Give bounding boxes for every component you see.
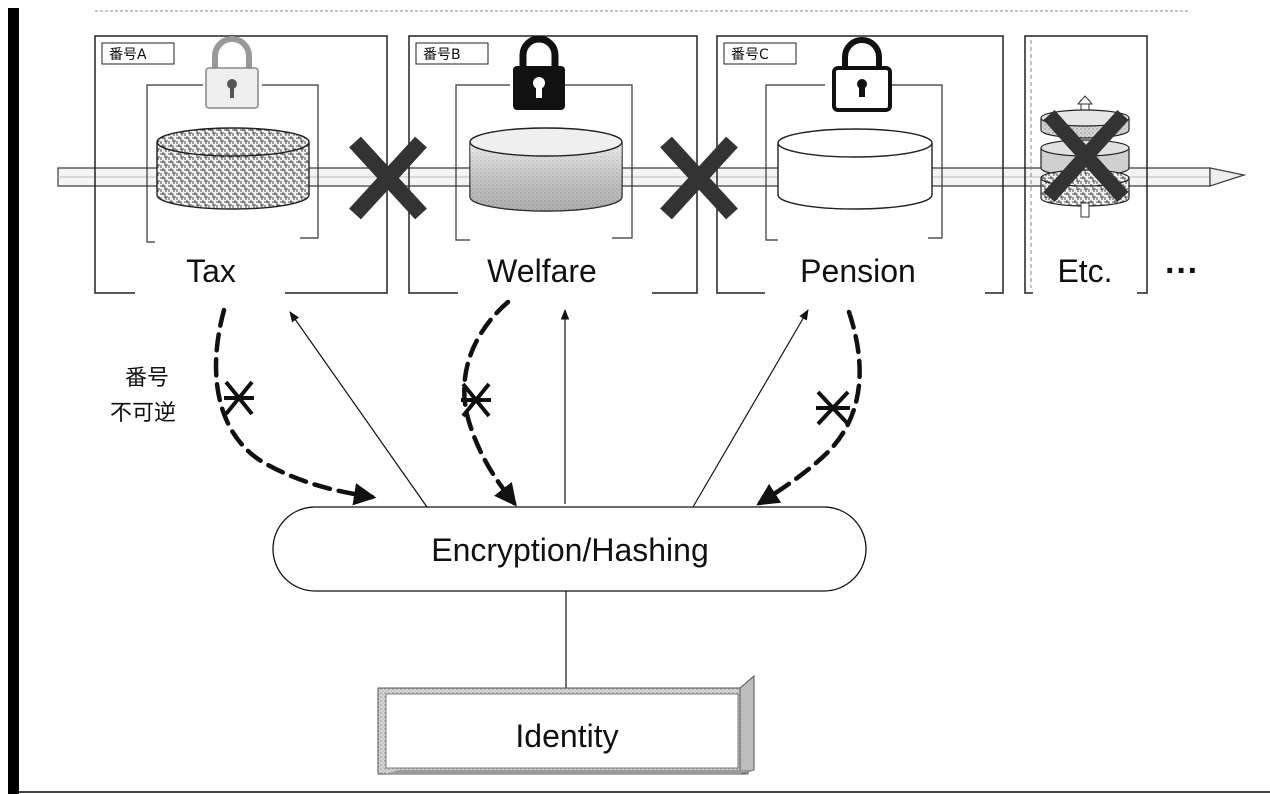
more-ellipsis: ··· <box>1165 252 1199 290</box>
blocked-mark-icon <box>224 380 254 416</box>
panel-tax-label: Tax <box>186 253 236 289</box>
no-link-cross-icon <box>660 136 738 220</box>
database-shaded-icon <box>469 127 623 212</box>
identity-label: Identity <box>515 718 618 754</box>
lock-dark-icon <box>513 35 565 110</box>
etc-cross-icon <box>1043 109 1129 203</box>
panel-pension: 番号C Pension <box>716 35 1004 294</box>
panel-pension-tag: 番号C <box>731 47 769 63</box>
irreversible-arrows <box>213 299 862 507</box>
dashed-arrow-tax <box>213 307 377 506</box>
panel-etc-label: Etc. <box>1057 253 1112 289</box>
identity-box: Identity <box>377 674 755 775</box>
irreversible-note-line1: 番号 <box>125 366 169 391</box>
no-link-cross-icon <box>349 136 427 220</box>
arrow-to-tax <box>289 311 428 508</box>
panel-welfare: 番号B Welfare <box>408 35 698 294</box>
dashed-arrow-welfare <box>462 299 517 507</box>
panel-welfare-tag: 番号B <box>423 47 461 63</box>
irreversible-note-line2: 不可逆 <box>110 401 176 426</box>
panel-etc: Etc. <box>1024 35 1148 294</box>
hub-label: Encryption/Hashing <box>431 532 708 568</box>
panel-pension-label: Pension <box>800 253 916 289</box>
database-plain-icon <box>777 128 933 210</box>
blocked-mark-icon <box>461 382 491 418</box>
panel-tax-tag: 番号A <box>109 47 147 63</box>
panel-welfare-label: Welfare <box>487 253 597 289</box>
lock-outline-icon <box>832 37 892 112</box>
lock-light-icon <box>205 36 259 109</box>
derivation-arrows <box>289 308 809 508</box>
panel-tax: 番号A Tax <box>94 35 388 294</box>
hub-pill <box>272 506 867 592</box>
database-maze-icon <box>156 127 310 210</box>
left-border-bar <box>8 8 19 794</box>
arrow-to-pension <box>692 309 809 508</box>
blocked-mark-icon <box>816 390 850 426</box>
dashed-arrow-pension <box>756 309 862 506</box>
